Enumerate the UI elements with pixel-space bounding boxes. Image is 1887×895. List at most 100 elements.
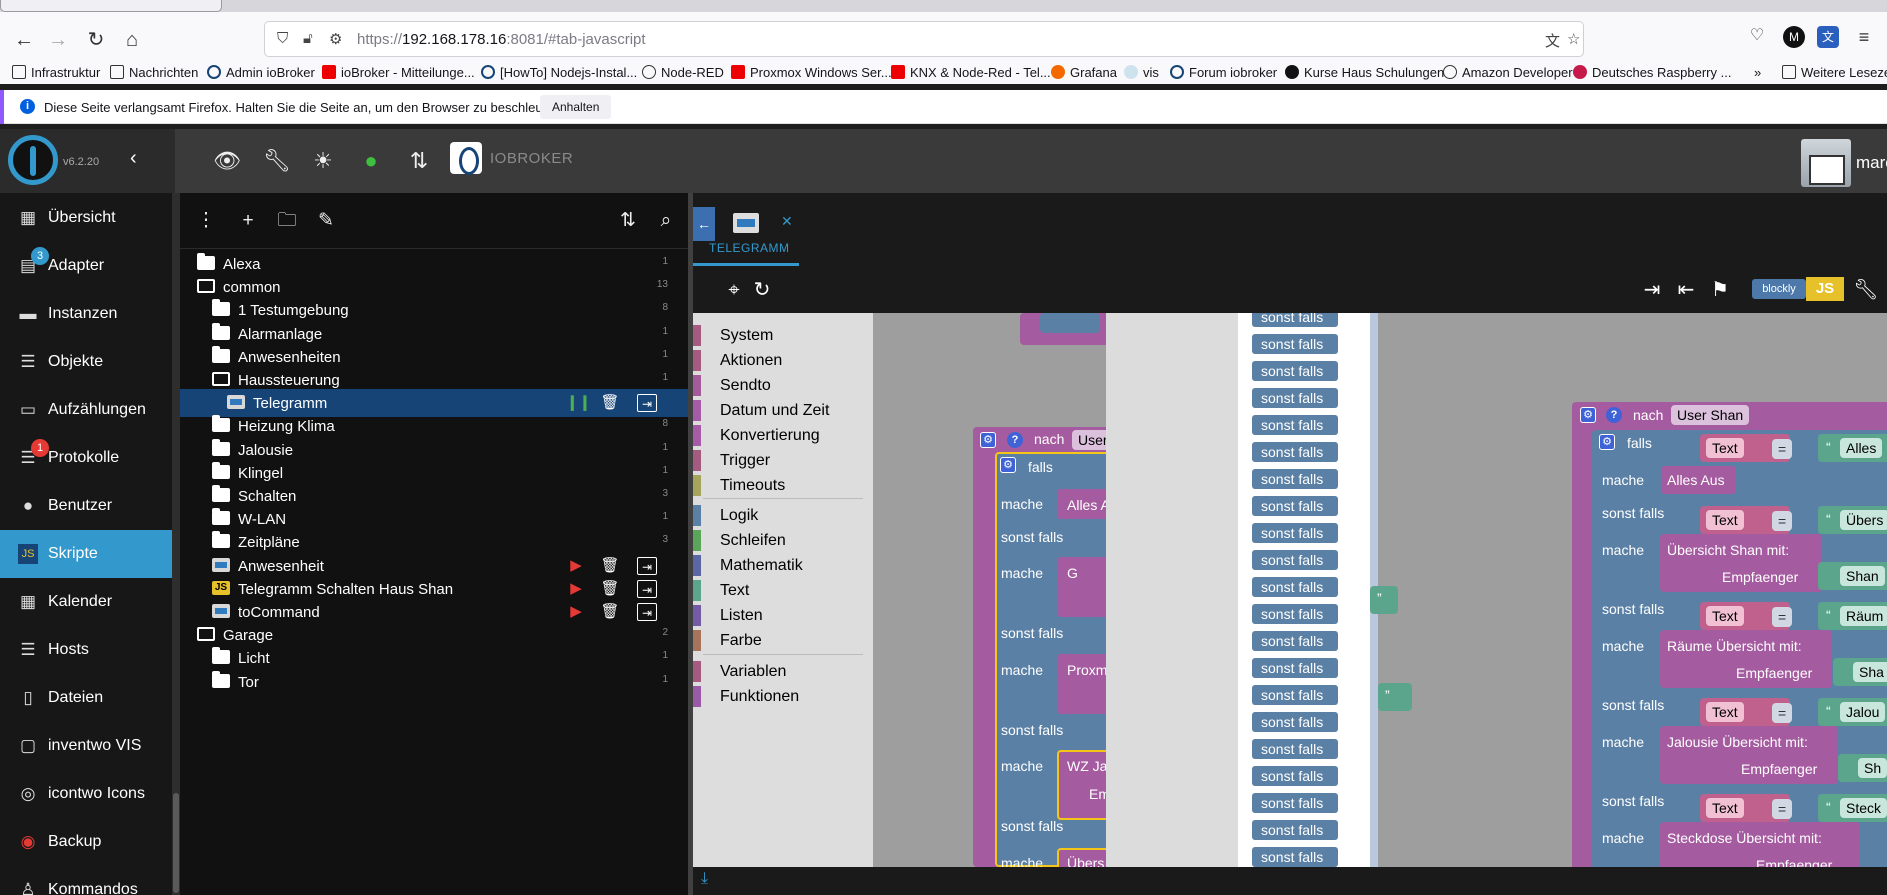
nav-item-kommandos[interactable]: ♙Kommandos [0,866,172,895]
help-icon[interactable]: ? [1606,407,1622,423]
nav-item-backup[interactable]: ◉Backup [0,818,172,866]
nav-item-objekte[interactable]: ☰Objekte [0,338,172,386]
bookmark-item[interactable]: Admin ioBroker [207,63,315,81]
panel-splitter[interactable] [688,193,693,895]
text-dropdown[interactable]: Text [1706,606,1744,626]
m-extension-icon[interactable]: M [1783,26,1805,48]
browser-tab-active[interactable] [0,0,222,12]
sort-icon[interactable]: ⇅ [620,210,636,231]
toolbox-category[interactable]: Farbe [693,628,873,653]
action-block[interactable] [1661,466,1736,494]
wrench-icon[interactable]: 🔧︎ [263,148,291,173]
text-dropdown[interactable]: Text [1706,438,1744,458]
toolbox-category[interactable]: Text [693,578,873,603]
action-block[interactable] [1660,630,1832,688]
translate-icon[interactable]: 文 [1545,33,1561,50]
bookmark-item[interactable]: ioBroker - Mitteilunge... [322,63,475,81]
else-if-block[interactable]: sonst falls [1252,631,1338,651]
bookmark-star-icon[interactable]: ☆ [1567,31,1581,48]
text-block-fragment[interactable] [1378,683,1412,711]
logic-block[interactable] [1040,313,1100,333]
else-if-block[interactable]: sonst falls [1252,658,1338,678]
else-if-block[interactable]: sonst falls [1252,496,1338,516]
script-row[interactable]: Anwesenheit▶🗑︎⇥ [180,552,688,580]
user-name[interactable]: marco [1856,153,1887,172]
back-arrow-icon[interactable]: ← [693,207,715,241]
toolbox-category[interactable]: System [693,323,873,348]
text-dropdown[interactable]: Text [1706,702,1744,722]
toolbox-category[interactable]: Funktionen [693,684,873,709]
nav-item-aufzählungen[interactable]: ▭Aufzählungen [0,386,172,434]
else-if-block[interactable]: sonst falls [1252,766,1338,786]
url-bar[interactable]: ⛉ 🔓︎ ⚙︎ https://192.168.178.16:8081/#tab… [264,21,1584,57]
nav-item-übersicht[interactable]: ▦Übersicht [0,194,172,242]
blockly-mode-label[interactable]: blockly [1752,279,1806,299]
toolbox-category[interactable]: Sendto [693,373,873,398]
bookmark-item[interactable]: Nachrichten [110,63,198,81]
add-icon[interactable]: + [242,210,254,231]
help-icon[interactable]: ? [1007,432,1023,448]
text-dropdown[interactable]: Text [1706,510,1744,530]
equals-dropdown[interactable]: = [1772,799,1793,819]
sync-off-icon[interactable]: ⇅ [409,148,429,173]
nav-item-instanzen[interactable]: ▬Instanzen [0,290,172,338]
script-tab-icon[interactable] [733,213,759,233]
bookmark-item[interactable]: Deutsches Raspberry ... [1573,63,1731,81]
script-row[interactable]: toCommand▶🗑︎⇥ [180,598,688,626]
blockly-js-toggle[interactable]: blockly JS [1752,277,1844,301]
pocket-icon[interactable]: ♡ [1749,27,1765,44]
search-icon[interactable]: ⌕ [660,210,672,231]
toolbox-category[interactable]: Logik [693,503,873,528]
text-block-fragment[interactable] [1370,586,1398,614]
js-mode-label[interactable]: JS [1806,277,1844,301]
else-if-block[interactable]: sonst falls [1252,334,1338,354]
move-to-icon[interactable]: ⇥ [637,579,657,598]
else-if-block[interactable]: sonst falls [1252,442,1338,462]
else-if-block[interactable]: sonst falls [1252,523,1338,543]
locate-icon[interactable]: ⌖ [728,279,740,301]
home-icon[interactable]: ⌂ [125,29,139,51]
play-icon[interactable]: ▶ [570,603,582,620]
more-vert-icon[interactable]: ⋮ [196,210,216,231]
else-if-block[interactable]: sonst falls [1252,793,1338,813]
bookmark-item[interactable]: Infrastruktur [12,63,100,81]
else-if-block[interactable]: sonst falls [1252,604,1338,624]
user-dropdown[interactable]: User [1072,430,1114,450]
toolbox-category[interactable]: Schleifen [693,528,873,553]
delete-icon[interactable]: 🗑︎ [600,394,620,412]
equals-dropdown[interactable]: = [1772,511,1793,531]
bookmark-item[interactable]: [HowTo] Nodejs-Instal... [481,63,637,81]
tab-telegramm[interactable]: TELEGRAMM [709,241,790,255]
shield-icon[interactable]: ⛉ [277,30,289,47]
else-if-block[interactable]: sonst falls [1252,388,1338,408]
text-value[interactable]: Sha [1853,662,1887,682]
action-block[interactable] [1660,534,1822,592]
text-value[interactable]: Sh [1858,758,1887,778]
play-icon[interactable]: ▶ [570,579,582,597]
text-dropdown[interactable]: Text [1706,798,1744,818]
bookmark-item[interactable]: Amazon Developer [1443,63,1573,81]
close-icon[interactable]: ✕ [781,213,793,229]
toolbox-category[interactable]: Variablen [693,659,873,684]
nav-item-dateien[interactable]: ▯Dateien [0,674,172,722]
text-value[interactable]: Jalou [1840,702,1886,722]
edit-pencil-icon[interactable]: ✎ [318,210,334,231]
download-log-icon[interactable]: ⤓ [701,870,709,887]
bookmark-item[interactable]: KNX & Node-Red - Tel... [891,63,1051,81]
nav-item-hosts[interactable]: ☰Hosts [0,626,172,674]
theme-brightness-icon[interactable]: ☀︎ [313,148,333,173]
delete-icon[interactable]: 🗑︎ [600,556,620,574]
text-value[interactable]: Steck [1840,798,1887,818]
else-if-block[interactable]: sonst falls [1252,313,1338,327]
toolbox-category[interactable]: Timeouts [693,473,873,498]
else-if-block[interactable]: sonst falls [1252,712,1338,732]
